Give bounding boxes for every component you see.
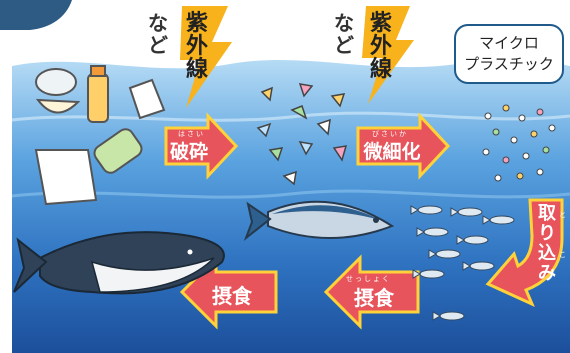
- uv-label-2: 紫 外 線: [368, 12, 394, 81]
- uv-char: 外: [369, 34, 392, 59]
- whale-icon: [13, 231, 225, 295]
- uv-char: 紫: [185, 11, 208, 36]
- fragments-icon: [256, 83, 348, 186]
- ingest-ruby-1: と: [559, 211, 568, 219]
- predation-label-1: 摂食: [212, 284, 252, 308]
- tuna-icon: [243, 200, 395, 242]
- ingest-char: み: [538, 263, 556, 284]
- uv-char: 外: [185, 34, 208, 59]
- ingest-ruby-2: こ: [559, 251, 568, 259]
- fragment-label: 破砕: [169, 141, 208, 163]
- fragment-arrow: [164, 112, 239, 180]
- fragment-ruby: はさい: [178, 130, 205, 138]
- ingest-char: り: [538, 223, 556, 244]
- plastic-waste-icon: [34, 65, 166, 206]
- micro-ruby: びさいか: [372, 130, 408, 138]
- bubble-line-2: プラスチック: [464, 55, 554, 73]
- uv-char: 紫: [369, 11, 392, 36]
- bubble-line-1: マイクロ: [479, 34, 539, 52]
- nado-label-2: など: [334, 11, 354, 57]
- lightning-bolt-icon: [180, 6, 232, 108]
- microplastic-dots-icon: [482, 104, 556, 182]
- micro-label: 微細化: [363, 141, 421, 163]
- predation-arrow-2: [323, 254, 420, 330]
- ingest-char: 取: [538, 203, 556, 224]
- predation-label-2: 摂食: [354, 286, 394, 310]
- nado-label-1: など: [148, 11, 168, 57]
- fish-school-icon: [410, 205, 515, 321]
- uv-char: 線: [185, 57, 208, 82]
- predation-ruby: せっしょく: [346, 275, 391, 283]
- micro-arrow: [356, 112, 451, 180]
- ingest-label: 取 り 込 み: [534, 204, 560, 284]
- ingest-arrow: [485, 198, 564, 307]
- ingest-char: 込: [538, 243, 556, 264]
- predation-arrow-1: [179, 254, 278, 330]
- corner-decoration: [0, 0, 72, 30]
- microplastic-bubble: マイクロ プラスチック: [454, 24, 564, 84]
- uv-label-1: 紫 外 線: [184, 12, 210, 81]
- uv-char: 線: [369, 57, 392, 82]
- lightning-bolt-icon: [362, 6, 414, 104]
